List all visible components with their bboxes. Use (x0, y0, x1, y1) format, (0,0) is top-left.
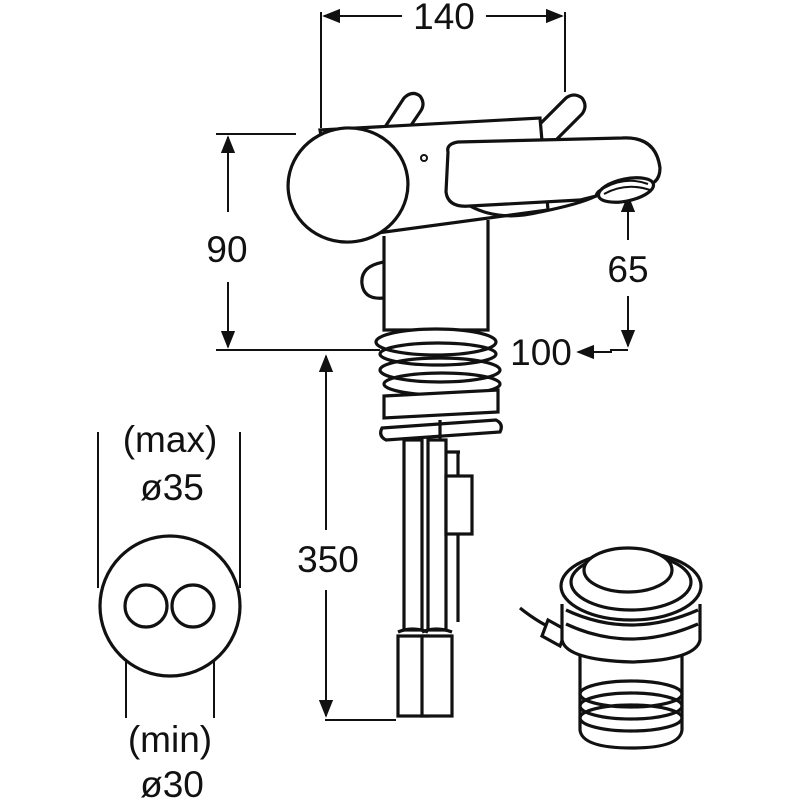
hole-max-label: (max) (123, 419, 218, 460)
faucet-body (286, 91, 662, 332)
dimension-spout-height-65: 65 (607, 194, 649, 351)
hole-min-value: ø30 (140, 764, 204, 800)
dimension-label-350: 350 (297, 539, 359, 580)
dimension-label-65: 65 (607, 249, 648, 290)
dimension-label-140: 140 (413, 0, 475, 37)
pop-up-waste (519, 546, 703, 750)
mounting-nuts (374, 327, 503, 454)
hole-min-label: (min) (128, 719, 212, 760)
hole-max-value: ø35 (140, 467, 204, 508)
dimension-label-100: 100 (510, 332, 572, 373)
flexible-hoses (396, 438, 474, 718)
dimension-height-90: 90 (206, 133, 380, 351)
hole-diameter-diagram: (max) ø35 (min) ø30 (97, 419, 242, 800)
mounting-hole-outline (98, 534, 242, 678)
dimension-hose-length-350: 350 (297, 354, 396, 721)
dimension-width-140: 140 (320, 0, 566, 128)
hose-hole-left (123, 583, 169, 629)
hose-hole-right (170, 583, 216, 629)
dimension-label-90: 90 (206, 229, 247, 270)
dimension-reach-100: 100 (510, 332, 612, 373)
